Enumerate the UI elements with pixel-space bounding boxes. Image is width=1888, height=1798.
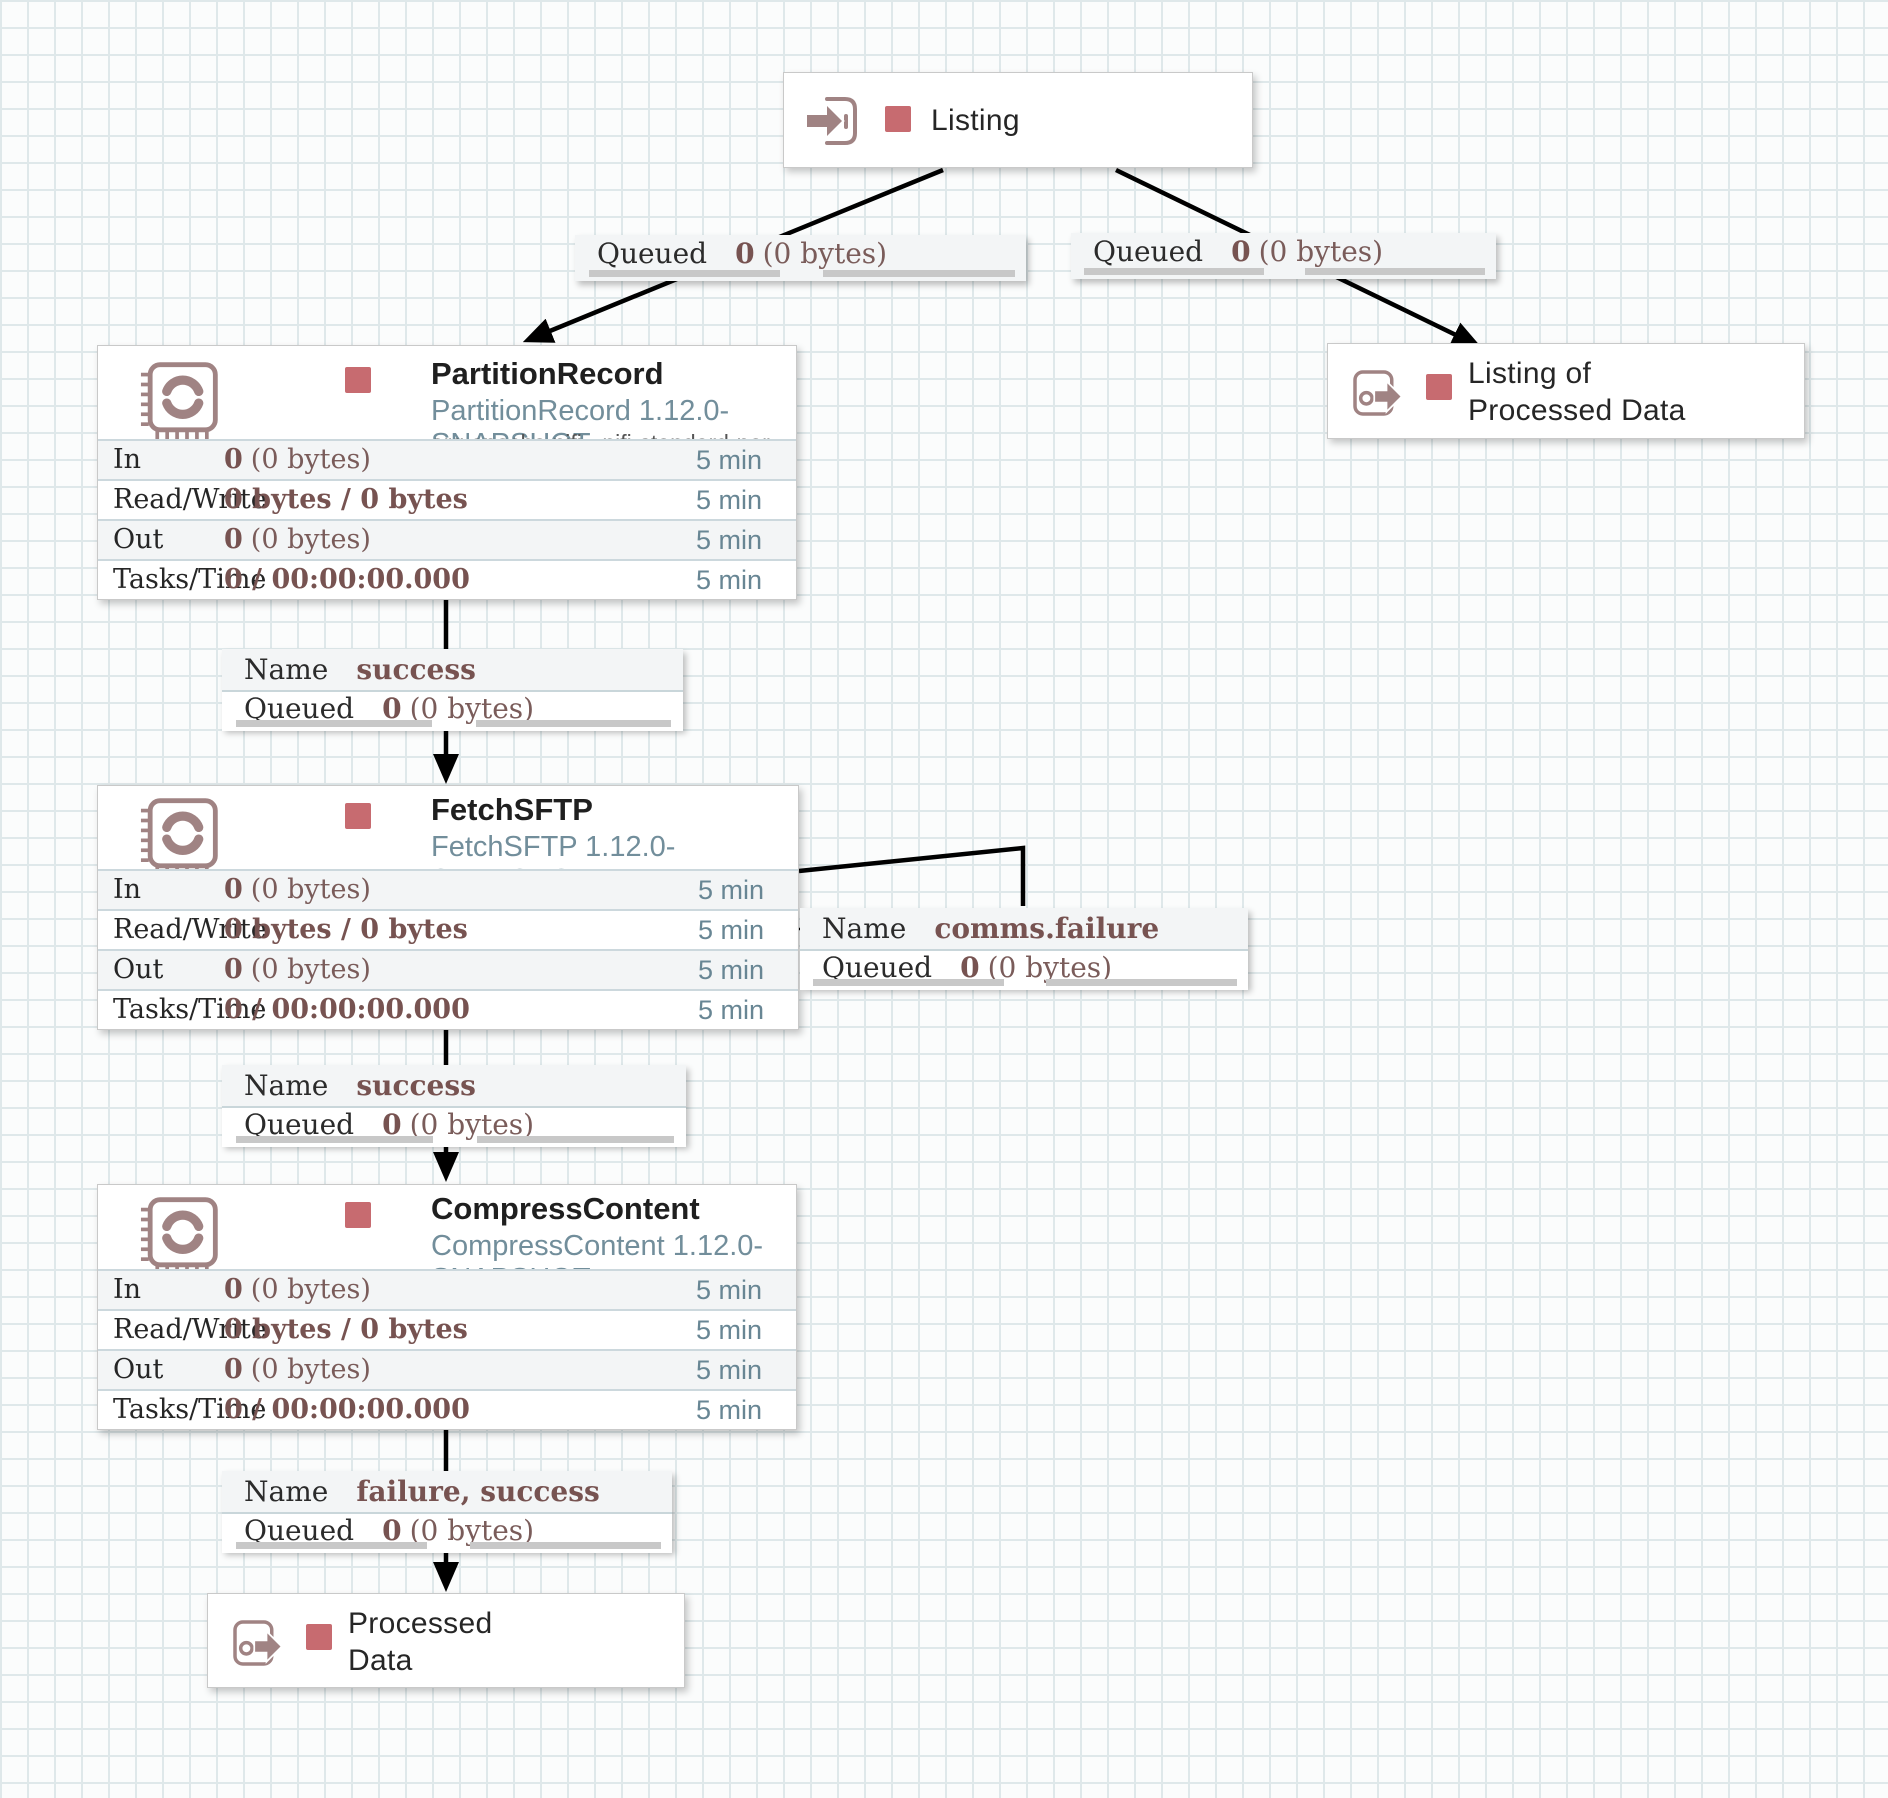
stopped-status-icon — [345, 367, 371, 393]
output-port-icon — [233, 1620, 283, 1666]
queued-key: Queued — [822, 951, 933, 984]
queued-key: Queued — [244, 1108, 355, 1141]
connection-label-queued[interactable]: Queued 0(0 bytes) — [1071, 233, 1496, 279]
queued-value: 0(0 bytes) — [382, 1108, 535, 1141]
queued-value: 0(0 bytes) — [735, 237, 888, 270]
queued-value: 0(0 bytes) — [382, 692, 535, 725]
processor-stats: In 0(0 bytes) 5 min Read/Write 0 bytes /… — [98, 869, 798, 1029]
queued-key: Queued — [597, 237, 708, 270]
queue-count-bar — [235, 1542, 427, 1549]
stat-row-out: Out 0(0 bytes) 5 min — [98, 949, 798, 989]
input-port-icon — [805, 97, 857, 145]
stat-row-in: In 0(0 bytes) 5 min — [98, 869, 798, 909]
queue-size-bar — [475, 720, 672, 727]
stopped-status-icon — [345, 803, 371, 829]
connection-label-comms-failure[interactable]: Name comms.failure Queued 0(0 bytes) — [800, 908, 1248, 990]
stat-row-readwrite: Read/Write 0 bytes / 0 bytes 5 min — [98, 1309, 796, 1349]
port-name-label: Listing — [931, 104, 1020, 137]
processor-title: CompressContent — [431, 1191, 700, 1226]
input-port-listing[interactable]: Listing — [783, 72, 1253, 168]
processor-fetchsftp[interactable]: FetchSFTP FetchSFTP 1.12.0-SNAPSHOT org.… — [97, 785, 799, 1030]
stat-row-taskstime: Tasks/Time 0 / 00:00:00.000 5 min — [98, 559, 796, 599]
queue-count-bar — [813, 979, 1004, 986]
stopped-status-icon — [306, 1624, 332, 1650]
name-value: comms.failure — [934, 912, 1160, 945]
connection-label-queued[interactable]: Queued 0(0 bytes) — [575, 235, 1026, 281]
stat-row-readwrite: Read/Write 0 bytes / 0 bytes 5 min — [98, 479, 796, 519]
queued-value: 0(0 bytes) — [960, 951, 1113, 984]
queue-size-bar — [823, 270, 1015, 277]
stat-row-in: In 0(0 bytes) 5 min — [98, 439, 796, 479]
stopped-status-icon — [1426, 374, 1452, 400]
connection-label-success[interactable]: Name success Queued 0(0 bytes) — [222, 649, 683, 731]
queued-key: Queued — [1093, 235, 1204, 268]
queue-count-bar — [588, 270, 781, 277]
queue-size-bar — [469, 1542, 661, 1549]
connection-label-failure-success[interactable]: Name failure, success Queued 0(0 bytes) — [222, 1471, 672, 1553]
stat-row-taskstime: Tasks/Time 0 / 00:00:00.000 5 min — [98, 989, 798, 1029]
processor-title: PartitionRecord — [431, 356, 664, 391]
queued-value: 0(0 bytes) — [1231, 235, 1384, 268]
name-value: success — [356, 653, 476, 686]
name-key: Name — [244, 1475, 329, 1508]
name-key: Name — [244, 653, 329, 686]
stat-row-out: Out 0(0 bytes) 5 min — [98, 519, 796, 559]
port-name-label: Processed Data — [348, 1607, 493, 1677]
connection-label-success[interactable]: Name success Queued 0(0 bytes) — [222, 1065, 686, 1147]
stat-row-taskstime: Tasks/Time 0 / 00:00:00.000 5 min — [98, 1389, 796, 1429]
stat-row-in: In 0(0 bytes) 5 min — [98, 1269, 796, 1309]
processor-stats: In 0(0 bytes) 5 min Read/Write 0 bytes /… — [98, 439, 796, 599]
name-key: Name — [822, 912, 907, 945]
output-port-processed-data[interactable]: Processed Data — [207, 1593, 685, 1688]
processor-partitionrecord[interactable]: PartitionRecord PartitionRecord 1.12.0-S… — [97, 345, 797, 600]
name-value: success — [356, 1069, 476, 1102]
queue-count-bar — [1083, 268, 1265, 275]
name-value: failure, success — [356, 1475, 600, 1508]
queue-size-bar — [1304, 268, 1486, 275]
queued-key: Queued — [244, 1514, 355, 1547]
stat-row-readwrite: Read/Write 0 bytes / 0 bytes 5 min — [98, 909, 798, 949]
output-port-icon — [1353, 370, 1403, 416]
processor-compresscontent[interactable]: CompressContent CompressContent 1.12.0-S… — [97, 1184, 797, 1430]
processor-chip-icon — [140, 362, 218, 440]
wire-comms-failure-selfloop — [798, 845, 1026, 906]
queued-value: 0(0 bytes) — [382, 1514, 535, 1547]
output-port-listing-of-processed-data[interactable]: Listing of Processed Data — [1327, 343, 1805, 439]
port-name-label: Listing of Processed Data — [1468, 357, 1686, 427]
queue-count-bar — [235, 720, 432, 727]
stopped-status-icon — [345, 1202, 371, 1228]
stat-row-out: Out 0(0 bytes) 5 min — [98, 1349, 796, 1389]
queue-count-bar — [235, 1136, 434, 1143]
name-key: Name — [244, 1069, 329, 1102]
queued-key: Queued — [244, 692, 355, 725]
queue-size-bar — [1046, 979, 1237, 986]
processor-chip-icon — [140, 1197, 218, 1275]
processor-title: FetchSFTP — [431, 792, 593, 827]
queue-size-bar — [477, 1136, 675, 1143]
stopped-status-icon — [885, 106, 911, 132]
processor-stats: In 0(0 bytes) 5 min Read/Write 0 bytes /… — [98, 1269, 796, 1429]
processor-chip-icon — [140, 798, 218, 876]
